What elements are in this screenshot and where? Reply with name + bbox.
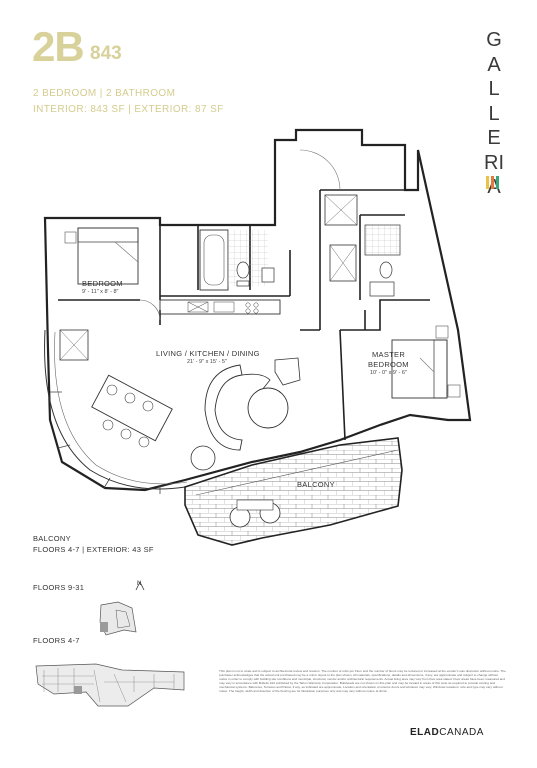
master-bedroom-dimensions: 10' - 0" x 9' - 6" bbox=[370, 370, 407, 376]
legal-disclaimer: This plan is not to scale and is subject… bbox=[219, 669, 506, 694]
unit-code: 2B bbox=[32, 23, 85, 70]
bedroom-label: BEDROOM bbox=[82, 279, 123, 288]
brand-color-bars bbox=[486, 176, 502, 189]
master-bedroom-label-1: MASTER bbox=[372, 350, 406, 359]
north-arrow bbox=[135, 581, 145, 591]
unit-area: 843 bbox=[90, 43, 122, 64]
keyplan-floors-9-31 bbox=[99, 601, 137, 636]
curved-sofa bbox=[204, 364, 243, 451]
developer-logo: ELADCANADA bbox=[410, 727, 484, 738]
north-label: N bbox=[137, 581, 142, 587]
interior-walls bbox=[58, 189, 430, 441]
brand-bar-yellow bbox=[486, 176, 489, 189]
keyplan-floors-4-7 bbox=[35, 663, 185, 707]
bedroom-dimensions: 9' - 11" x 8' - 8" bbox=[82, 289, 119, 295]
bedrooms-bathrooms: 2 BEDROOM | 2 BATHROOM bbox=[33, 88, 176, 99]
brand-bar-green bbox=[496, 176, 499, 189]
balcony-note-title: BALCONY bbox=[33, 534, 71, 543]
living-dimensions: 21' - 9" x 15' - 5" bbox=[187, 359, 227, 365]
brand-bar-orange bbox=[491, 176, 494, 189]
developer-logo-bold: ELAD bbox=[410, 727, 440, 738]
interior-exterior-sizes: INTERIOR: 843 SF | EXTERIOR: 87 SF bbox=[33, 104, 224, 115]
master-bedroom-label-2: BEDROOM bbox=[368, 360, 409, 369]
balcony-label: BALCONY bbox=[297, 480, 335, 489]
curved-window-wall bbox=[44, 329, 186, 490]
balcony-note-floors: FLOORS 4-7 | EXTERIOR: 43 SF bbox=[33, 545, 154, 554]
keyplan-upper-label: FLOORS 9-31 bbox=[33, 583, 85, 592]
keyplan-lower-label: FLOORS 4-7 bbox=[33, 636, 80, 645]
developer-logo-light: CANADA bbox=[439, 727, 484, 738]
living-kitchen-dining-label: LIVING / KITCHEN / DINING bbox=[156, 349, 260, 358]
exterior-wall bbox=[43, 128, 472, 492]
